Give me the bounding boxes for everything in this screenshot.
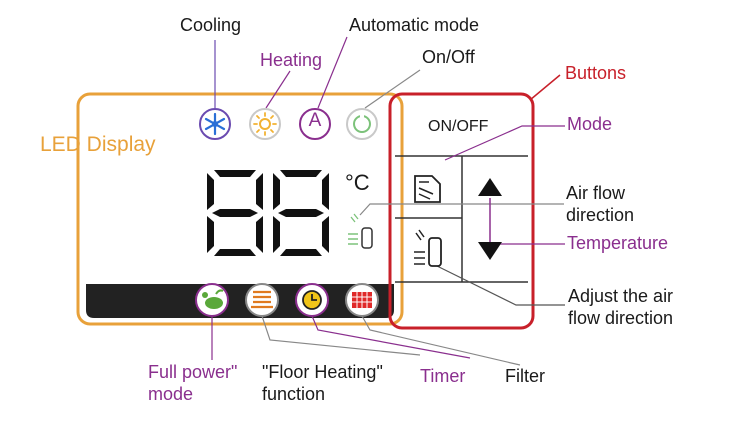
airflow-icon[interactable] (414, 229, 442, 267)
led-display-frame (76, 92, 404, 326)
label-automatic-mode: Automatic mode (349, 15, 480, 35)
bottom-leaders (211, 315, 521, 366)
label-buttons: Buttons (565, 63, 627, 83)
label-mode: Mode (567, 114, 613, 134)
seven-segment-digit-2 (273, 170, 329, 256)
label-air-flow-direction-line1: Air flow (566, 183, 626, 203)
filter-icon (345, 283, 379, 317)
label-temperature: Temperature (567, 233, 669, 253)
label-full-power-line1: Full power" (148, 362, 238, 382)
label-timer: Timer (420, 366, 466, 386)
label-floor-heating-line1: "Floor Heating" (262, 362, 383, 382)
label-filter: Filter (505, 366, 545, 386)
display-airflow-indicator (348, 213, 373, 249)
sun-icon (249, 108, 281, 140)
buttons-frame (388, 92, 535, 330)
label-heating: Heating (260, 50, 323, 70)
arrow-up-icon[interactable] (478, 178, 502, 196)
timer-icon (295, 283, 329, 317)
snowflake-icon (199, 108, 231, 140)
power-icon (346, 108, 378, 140)
button-grid (395, 155, 528, 283)
mode-icon[interactable] (414, 175, 441, 203)
label-adjust-airflow-line2: flow direction (568, 308, 674, 328)
arrow-down-icon[interactable] (478, 242, 502, 260)
floor-heating-icon (245, 283, 279, 317)
label-adjust-airflow-line1: Adjust the air (568, 286, 674, 306)
label-led-display: LED Display (40, 133, 156, 156)
seven-segment-digit-1 (207, 170, 263, 256)
label-air-flow-direction-line2: direction (566, 205, 635, 225)
adjust-airflow-leader (436, 265, 565, 306)
auto-a-letter: A (308, 110, 322, 131)
top-leaders (214, 36, 421, 109)
airflow-leader (359, 203, 564, 216)
temperature-unit: °C (345, 170, 370, 195)
label-floor-heating-line2: function (262, 384, 326, 404)
mode-leader (444, 125, 565, 161)
full-power-icon (195, 283, 229, 317)
on-off-button[interactable]: ON/OFF (428, 118, 489, 135)
label-on-off: On/Off (422, 47, 475, 67)
buttons-leader (529, 74, 561, 101)
label-cooling: Cooling (180, 15, 242, 35)
label-full-power-line2: mode (148, 384, 194, 404)
auto-a-icon (299, 108, 331, 140)
